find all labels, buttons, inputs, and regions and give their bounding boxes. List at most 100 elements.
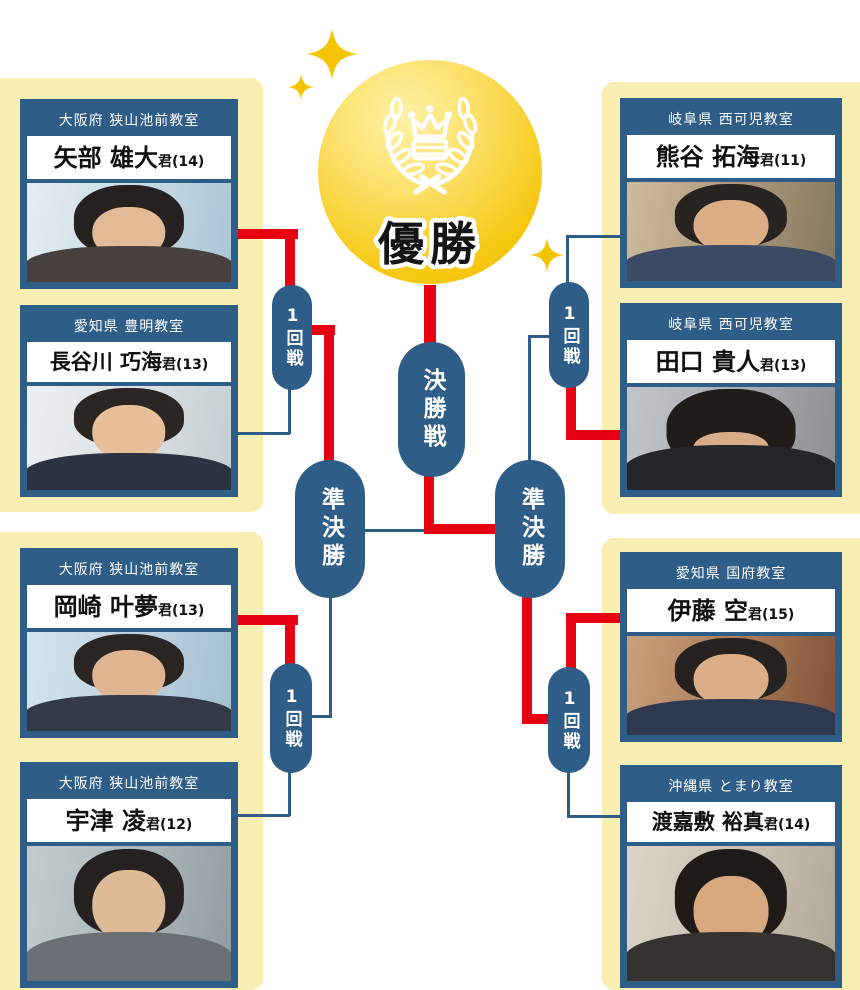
bracket-line xyxy=(238,432,290,435)
bracket-line xyxy=(329,596,332,718)
photo-torso xyxy=(627,245,835,281)
player-photo xyxy=(27,842,231,981)
player-age: 君(14) xyxy=(764,817,811,833)
player-region: 岐阜県 西可児教室 xyxy=(627,105,835,135)
bracket-line xyxy=(567,815,622,818)
player-name: 矢部 雄大 xyxy=(53,144,159,172)
player-name: 宇津 凌 xyxy=(65,807,147,835)
winner-path-line xyxy=(522,714,552,724)
player-name-row: 矢部 雄大君(14) xyxy=(27,136,231,179)
winner-path-line xyxy=(566,384,576,440)
player-name-row: 熊谷 拓海君(11) xyxy=(627,135,835,178)
player-age: 君(13) xyxy=(158,603,205,619)
round1-label: 1回戦 xyxy=(559,303,580,367)
round1-node-right-bottom: 1回戦 xyxy=(548,667,590,773)
round1-node-left-top: 1回戦 xyxy=(272,285,312,390)
winner-path-line xyxy=(566,613,622,623)
player-card-okazaki: 大阪府 狭山池前教室 岡崎 叶夢君(13) xyxy=(20,548,238,738)
round1-label: 1回戦 xyxy=(559,688,580,752)
bracket-line xyxy=(288,388,291,434)
player-photo xyxy=(627,178,835,281)
winner-path-line xyxy=(324,325,334,465)
laurel-crown-icon xyxy=(382,97,478,195)
photo-torso xyxy=(627,699,835,735)
photo-face xyxy=(92,870,166,944)
player-region: 大阪府 狭山池前教室 xyxy=(27,769,231,799)
photo-torso xyxy=(27,695,231,731)
player-name: 伊藤 空 xyxy=(667,597,749,625)
bracket-line xyxy=(310,715,332,718)
bracket-line xyxy=(566,235,622,238)
player-card-ito: 愛知県 国府教室 伊藤 空君(15) xyxy=(620,552,842,742)
bracket-line xyxy=(528,335,531,462)
winner-path-line xyxy=(285,229,295,289)
semifinal-node-left: 準決勝 xyxy=(295,460,365,598)
bracket-line xyxy=(567,771,570,818)
winner-path-line xyxy=(424,285,436,345)
player-age: 君(15) xyxy=(748,607,795,623)
player-photo xyxy=(627,632,835,735)
player-age: 君(13) xyxy=(162,357,209,373)
champion-medal: 優勝 xyxy=(318,60,542,284)
player-age: 君(11) xyxy=(760,153,807,169)
player-region: 大阪府 狭山池前教室 xyxy=(27,555,231,585)
player-age: 君(13) xyxy=(760,358,807,374)
winner-path-line xyxy=(285,615,295,667)
bracket-line xyxy=(528,335,551,338)
player-name-row: 宇津 凌君(12) xyxy=(27,799,231,842)
photo-face xyxy=(92,404,166,461)
photo-face xyxy=(92,649,166,704)
winner-path-line xyxy=(238,615,298,625)
player-photo xyxy=(27,179,231,282)
photo-torso xyxy=(627,444,835,490)
semifinal-label: 準決勝 xyxy=(517,487,544,571)
semifinal-node-right: 準決勝 xyxy=(495,460,565,598)
photo-torso xyxy=(27,932,231,981)
photo-face xyxy=(693,199,769,254)
player-name-row: 岡崎 叶夢君(13) xyxy=(27,585,231,628)
winner-path-line xyxy=(522,594,532,724)
player-name: 長谷川 巧海 xyxy=(49,350,163,374)
champion-label-wrap: 優勝 xyxy=(373,213,481,276)
round1-node-left-bottom: 1回戦 xyxy=(270,663,312,773)
player-region: 愛知県 国府教室 xyxy=(627,559,835,589)
winner-path-line xyxy=(308,325,335,335)
player-name: 渡嘉敷 裕真 xyxy=(651,810,765,834)
player-region: 大阪府 狭山池前教室 xyxy=(27,106,231,136)
player-name-row: 長谷川 巧海君(13) xyxy=(27,342,231,382)
player-name: 岡崎 叶夢 xyxy=(53,593,159,621)
sparkle-icon xyxy=(306,28,358,80)
winner-path-line xyxy=(238,229,298,239)
player-photo xyxy=(627,383,835,490)
winner-path-line xyxy=(566,430,622,440)
player-card-hasegawa: 愛知県 豊明教室 長谷川 巧海君(13) xyxy=(20,305,238,497)
final-node: 決勝戦 xyxy=(398,342,465,477)
player-name: 熊谷 拓海 xyxy=(655,143,761,171)
bracket-line xyxy=(238,814,290,817)
player-photo xyxy=(27,628,231,731)
player-card-yabe: 大阪府 狭山池前教室 矢部 雄大君(14) xyxy=(20,99,238,289)
player-card-taguchi: 岐阜県 西可児教室 田口 貴人君(13) xyxy=(620,303,842,497)
final-label: 決勝戦 xyxy=(419,367,445,452)
player-age: 君(12) xyxy=(146,817,193,833)
winner-path-line xyxy=(424,524,500,534)
player-card-kumagai: 岐阜県 西可児教室 熊谷 拓海君(11) xyxy=(620,98,842,288)
player-name-row: 田口 貴人君(13) xyxy=(627,340,835,383)
winner-path-line xyxy=(566,613,576,671)
winner-path-line xyxy=(424,472,434,534)
round1-label: 1回戦 xyxy=(281,686,302,750)
player-photo xyxy=(627,842,835,981)
player-region: 沖縄県 とまり教室 xyxy=(627,772,835,802)
player-name: 田口 貴人 xyxy=(655,348,761,376)
bracket-line xyxy=(363,529,428,532)
photo-face xyxy=(693,653,769,708)
player-name-row: 渡嘉敷 裕真君(14) xyxy=(627,802,835,842)
sparkle-icon xyxy=(530,238,564,272)
photo-torso xyxy=(27,452,231,490)
semifinal-label: 準決勝 xyxy=(317,487,344,571)
player-photo xyxy=(27,382,231,490)
player-region: 岐阜県 西可児教室 xyxy=(627,310,835,340)
bracket-line xyxy=(566,235,569,285)
player-age: 君(14) xyxy=(158,154,205,170)
